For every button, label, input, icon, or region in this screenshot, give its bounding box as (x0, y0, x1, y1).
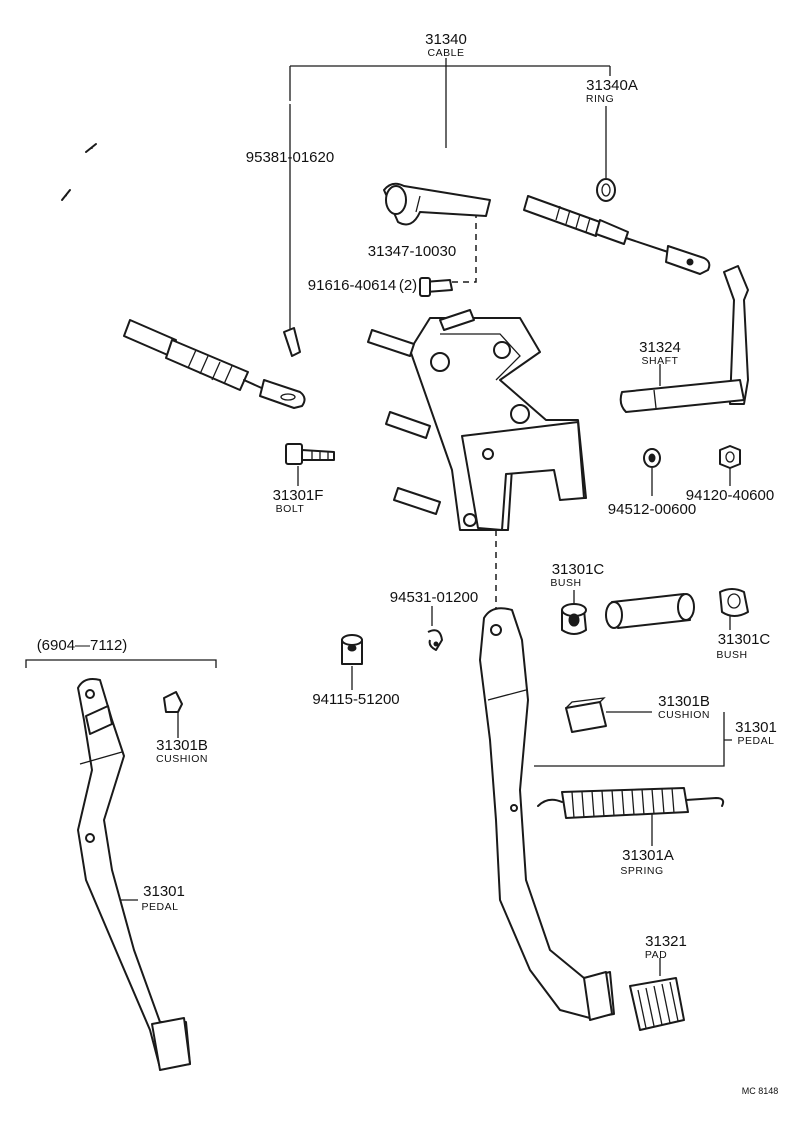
callout-cushion-new: 31301B CUSHION (658, 693, 710, 721)
pad-number: 31321 (645, 933, 687, 950)
callout-bolt: 31301F BOLT (273, 487, 324, 515)
cotter-pin-part (283, 327, 301, 357)
washer-number: 94512-00600 (608, 501, 696, 518)
callout-bracket-bolt: 91616-40614 (2) (308, 277, 417, 294)
callout-bracket: 31347-10030 (368, 243, 456, 260)
bush-right-name: BUSH (716, 649, 747, 661)
bolt-part (285, 443, 335, 465)
ring-number: 31340A (586, 77, 638, 94)
cable-assembly (59, 94, 711, 409)
bolt-number: 31301F (273, 487, 324, 504)
callout-shaft: 31324 SHAFT (639, 339, 681, 367)
callout-pedal-old: 31301 PEDAL (142, 883, 185, 913)
variant-note: (6904—7112) (37, 637, 128, 654)
cushion-old-number: 31301B (156, 737, 208, 754)
spring-part (537, 787, 725, 819)
bracket-number: 31347-10030 (368, 243, 456, 260)
callout-cushion-old: 31301B CUSHION (156, 737, 208, 765)
pedal-new-name: PEDAL (738, 735, 775, 747)
pedal-old-number: 31301 (143, 883, 185, 900)
callout-cable: 31340 CABLE (425, 31, 467, 59)
drawing-code: MC 8148 (742, 1086, 779, 1096)
cushion-old-part (163, 691, 183, 713)
callout-clip: 94531-01200 (390, 589, 478, 606)
clip-part (427, 629, 443, 651)
nut-number: 94120-40600 (686, 487, 774, 504)
callout-cotter-pin: 95381-01620 (246, 149, 334, 166)
collar-part (341, 634, 363, 665)
bracket-bolt-number: 91616-40614 (308, 277, 396, 294)
cushion-new-name: CUSHION (658, 709, 710, 721)
callout-variant: (6904—7112) (37, 637, 128, 654)
pad-name: PAD (645, 949, 667, 961)
shaft-part (619, 265, 749, 413)
callout-pedal-new: 31301 PEDAL (735, 719, 777, 747)
ring-part (596, 178, 616, 202)
cable-number: 31340 (425, 31, 467, 48)
drawing-code-text: MC 8148 (742, 1086, 779, 1096)
bush-left-part (561, 603, 587, 635)
ring-name: RING (586, 93, 614, 105)
callout-bush-right: 31301C BUSH (716, 631, 770, 661)
shaft-number: 31324 (639, 339, 681, 356)
cable-bracket-part (383, 182, 491, 226)
cushion-new-number: 31301B (658, 693, 710, 710)
pedal-old-name: PEDAL (142, 901, 179, 913)
bolt-name: BOLT (276, 503, 305, 515)
bracket-bolt-qty: (2) (399, 277, 417, 294)
bush-left-name: BUSH (550, 577, 581, 589)
cushion-old-name: CUSHION (156, 753, 208, 765)
pedal-support-bracket (367, 309, 587, 531)
bracket-bolt-part (419, 277, 453, 297)
bush-right-part (719, 588, 749, 617)
spring-number: 31301A (622, 847, 674, 864)
cotter-pin-number: 95381-01620 (246, 149, 334, 166)
clip-number: 94531-01200 (390, 589, 478, 606)
callout-collar: 94115-51200 (312, 691, 399, 708)
callout-washer: 94512-00600 (608, 501, 696, 518)
pedal-new-part (479, 607, 615, 1021)
callout-spring: 31301A SPRING (620, 847, 673, 877)
pad-part (629, 977, 685, 1031)
pedal-old-part (77, 678, 191, 1071)
nut-part (719, 445, 741, 469)
spring-name: SPRING (620, 865, 663, 877)
pivot-sleeve-part (605, 593, 695, 629)
cushion-new-part (565, 697, 607, 733)
washer-part (643, 448, 661, 468)
collar-number: 94115-51200 (312, 691, 399, 708)
cable-name: CABLE (428, 47, 465, 59)
callout-ring: 31340A RING (586, 77, 638, 105)
callout-pad: 31321 PAD (645, 933, 687, 961)
callout-nut: 94120-40600 (686, 487, 774, 504)
pedal-new-number: 31301 (735, 719, 777, 736)
bush-left-number: 31301C (552, 561, 605, 578)
shaft-name: SHAFT (642, 355, 679, 367)
bush-right-number: 31301C (718, 631, 771, 648)
callout-bush-left: 31301C BUSH (550, 561, 604, 589)
